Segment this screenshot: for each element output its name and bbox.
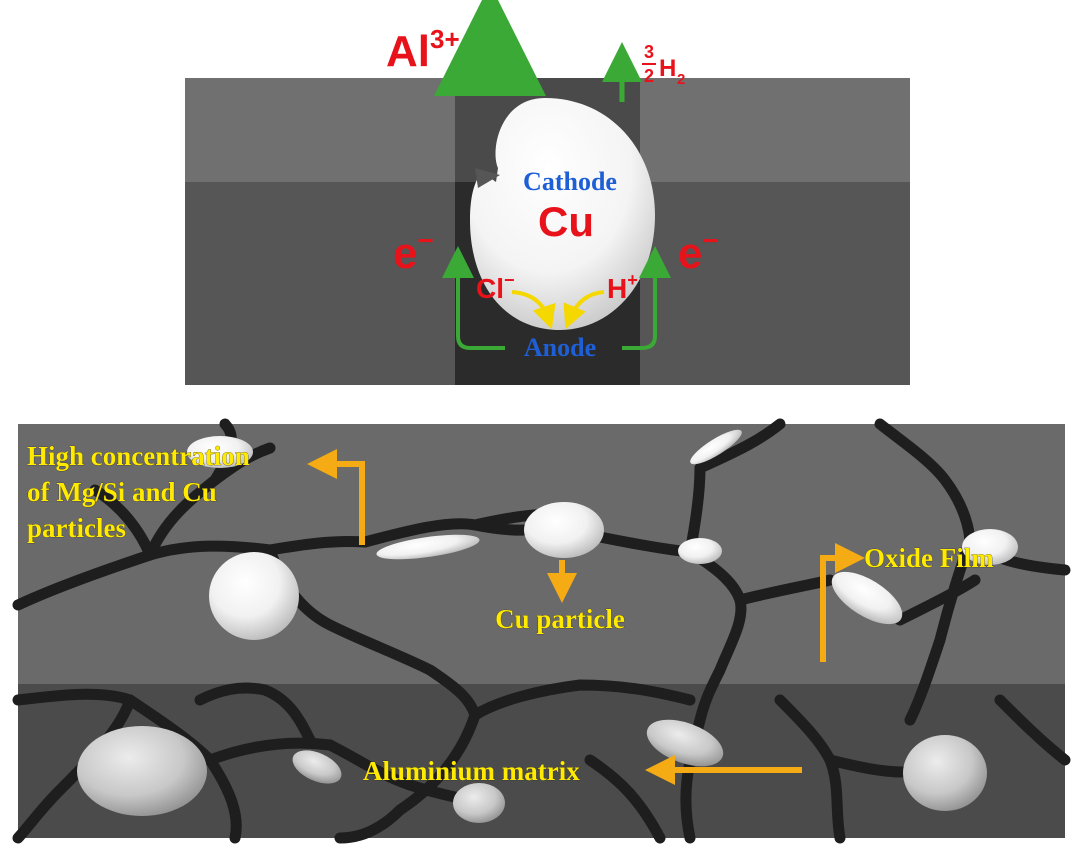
particle-small-right xyxy=(678,538,722,564)
h2-label: 3 2 H 2 xyxy=(642,42,685,88)
particle-front-small-left xyxy=(292,750,342,784)
h2-denominator: 2 xyxy=(644,66,654,86)
chloride-arrow xyxy=(511,290,556,330)
electron-path-right xyxy=(622,246,671,350)
particle-front-center xyxy=(646,719,724,767)
particle-elongated-center xyxy=(376,534,480,560)
anode-label: Anode xyxy=(524,333,596,362)
particle-large-left xyxy=(209,552,299,640)
aluminium-matrix-label: Aluminium matrix xyxy=(363,756,580,786)
cu-particle-label: Cu particle xyxy=(495,604,625,634)
h2-numerator: 3 xyxy=(644,42,654,62)
top-block xyxy=(185,78,910,385)
electron-left-label: e− xyxy=(393,225,434,278)
cu-label: Cu xyxy=(538,198,594,245)
h2-subscript: 2 xyxy=(677,71,685,88)
particle-front-right xyxy=(903,735,987,811)
proton-arrow xyxy=(563,290,605,330)
particle-top-left xyxy=(187,436,253,468)
electron-path-left xyxy=(442,246,505,350)
electron-right-label: e− xyxy=(678,225,719,278)
high-concentration-label-line3: particles xyxy=(27,513,126,543)
cathode-label: Cathode xyxy=(523,167,617,196)
al-ion-label: Al3+ xyxy=(386,24,460,76)
high-concentration-arrow xyxy=(307,449,365,545)
particle-far-right xyxy=(962,529,1018,565)
bottom-block xyxy=(12,418,1071,844)
h2-symbol: H xyxy=(659,55,676,82)
cu-particle-notch xyxy=(475,168,500,188)
high-concentration-label-line1: High concentration xyxy=(27,441,250,471)
cu-particle xyxy=(524,502,604,558)
proton-label: H+ xyxy=(607,270,638,304)
particle-front-bottom xyxy=(453,783,505,823)
oxide-film-arrow xyxy=(820,543,865,662)
oxide-film-label: Oxide Film xyxy=(864,543,994,573)
high-concentration-label-line2: of Mg/Si and Cu xyxy=(27,477,217,507)
cu-cathode-particle xyxy=(470,98,655,330)
particle-front-large-left xyxy=(77,726,207,816)
chloride-label: Cl− xyxy=(476,270,515,304)
oxide-film-particle xyxy=(831,571,903,625)
particle-top-streak xyxy=(690,429,742,465)
